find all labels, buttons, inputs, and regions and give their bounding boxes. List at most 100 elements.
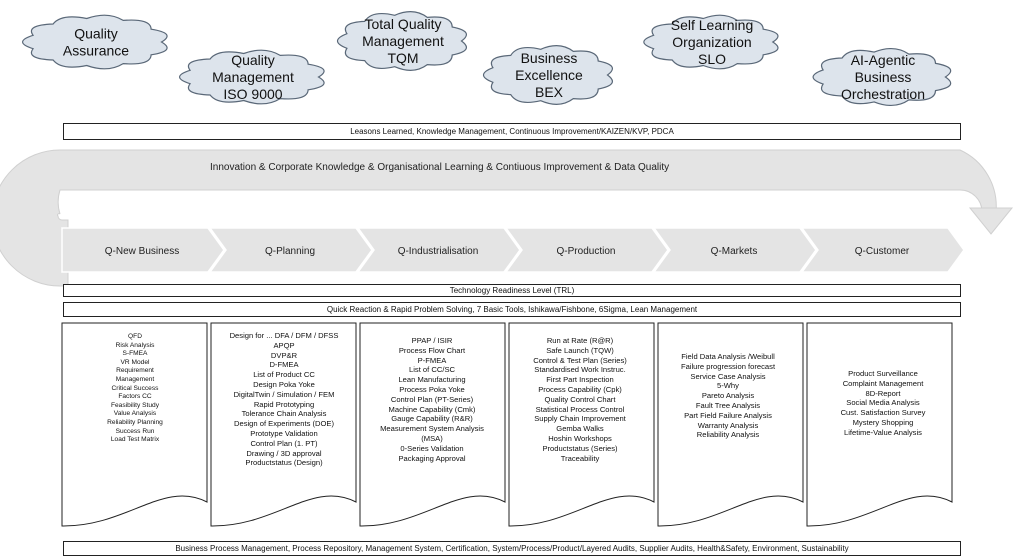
list-item: Feasibility Study xyxy=(110,401,159,409)
list-item: Design Poka Yoke xyxy=(253,379,315,389)
document-shape xyxy=(210,322,357,527)
phase-label: Q-Markets xyxy=(711,246,758,257)
phase-chevron: Q-Planning xyxy=(208,227,373,273)
list-item: Safe Launch (TQW) xyxy=(546,345,614,355)
cloud-label: Excellence xyxy=(515,67,583,83)
list-item: Control Plan (1. PT) xyxy=(250,438,318,448)
phase-chevron: Q-New Business xyxy=(61,227,225,273)
cloud-label: Management xyxy=(362,33,444,49)
list-item: Warranty Analysis xyxy=(697,420,759,430)
top-bar: Leasons Learned, Knowledge Management, C… xyxy=(63,123,961,140)
list-item: 0-Series Validation xyxy=(400,443,464,453)
list-item: Failure progression forecast xyxy=(680,361,776,371)
list-item: D-FMEA xyxy=(269,360,299,370)
list-item: Supply Chain Improvement xyxy=(534,414,626,424)
list-item: Tolerance Chain Analysis xyxy=(241,409,327,419)
list-item: Reliability Analysis xyxy=(696,430,760,440)
list-item: Requirement xyxy=(116,367,154,375)
column-new-business: QFD Risk Analysis S-FMEA VR Model Requir… xyxy=(62,333,208,445)
list-item: Mystery Shopping xyxy=(852,417,914,427)
trl-bar: Technology Readiness Level (TRL) xyxy=(63,284,961,297)
list-item: Rapid Prototyping xyxy=(253,399,315,409)
list-item: Field Data Analysis /Weibull xyxy=(681,352,775,361)
cloud-label: ISO 9000 xyxy=(223,86,282,102)
cloud-shape xyxy=(482,45,614,105)
cloud-label: TQM xyxy=(387,50,418,66)
phase-shape xyxy=(504,227,669,273)
list-item: APQP xyxy=(273,340,295,350)
cloud-label: Business xyxy=(855,69,912,85)
list-item: 5-Why xyxy=(717,381,739,391)
phase-chevron: Q-Markets xyxy=(652,227,817,273)
list-item: Process Capability (Cpk) xyxy=(538,384,622,394)
list-item: Lean Manufacturing xyxy=(398,375,466,385)
list-item: Part Field Failure Analysis xyxy=(684,410,772,420)
list-item: Reliability Planning xyxy=(107,418,163,426)
list-item: Hoshin Workshops xyxy=(548,433,612,443)
loop-label: Innovation & Corporate Knowledge & Organ… xyxy=(210,162,670,173)
cloud-label: BEX xyxy=(535,84,564,100)
list-item: Fault Tree Analysis xyxy=(695,400,761,410)
cloud-label: Orchestration xyxy=(841,86,925,102)
list-item: 8D-Report xyxy=(865,388,901,398)
cloud-label: AI-Agentic xyxy=(851,52,916,68)
list-item: P-FMEA xyxy=(417,355,447,365)
list-item: Cust. Satisfaction Survey xyxy=(840,408,926,418)
document-shape xyxy=(359,322,506,527)
phase-label: Q-Industrialisation xyxy=(398,246,479,257)
cloud-label: Total Quality xyxy=(364,16,441,32)
list-item: Control Plan (PT-Series) xyxy=(390,394,474,404)
list-item: Load Test Matrix xyxy=(110,436,160,444)
list-item: Machine Capability (Cmk) xyxy=(388,404,476,414)
phase-label: Q-Planning xyxy=(265,246,315,257)
list-item: Product Surveillance xyxy=(848,369,918,378)
phase-label: Q-Customer xyxy=(855,246,910,257)
phase-chevrons: Q-New Business Q-Planning Q-Industrialisat… xyxy=(61,227,965,273)
cloud-shape xyxy=(643,14,779,70)
list-item: Quality Control Chart xyxy=(544,394,616,404)
column-planning: Design for ... DFA / DFM / DFSS APQP DVP… xyxy=(213,331,355,468)
list-item: Prototype Validation xyxy=(250,428,318,438)
list-item: Gauge Capability (R&R) xyxy=(391,414,473,424)
cloud-label: Management xyxy=(212,69,294,85)
cloud-shape xyxy=(178,49,325,105)
bottom-bar: Business Process Management, Process Rep… xyxy=(63,541,961,556)
list-item: QFD xyxy=(128,333,142,340)
column-markets: Field Data Analysis /Weibull Failure pro… xyxy=(657,352,799,440)
phase-label: Q-Production xyxy=(557,246,616,257)
list-item: Productstatus (Design) xyxy=(245,458,323,468)
cloud-shape xyxy=(22,14,168,70)
list-item: Pareto Analysis xyxy=(701,391,755,401)
document-shape xyxy=(657,322,804,527)
list-item: Process Flow Chart xyxy=(398,345,466,355)
phase-documents xyxy=(61,322,953,527)
cloud-label: Quality xyxy=(231,52,275,68)
list-item: (MSA) xyxy=(421,433,443,443)
phase-shape xyxy=(356,227,521,273)
list-item: DVP&R xyxy=(270,350,298,360)
list-item: Gemba Walks xyxy=(556,424,604,434)
list-item: VR Model xyxy=(120,358,150,366)
document-shape xyxy=(508,322,655,527)
loop-arrow xyxy=(0,149,1014,287)
list-item: Management xyxy=(115,375,155,383)
cloud-label: SLO xyxy=(698,51,726,67)
cloud-label: Assurance xyxy=(63,43,129,59)
phase-shape xyxy=(652,227,817,273)
list-item: Productstatus (Series) xyxy=(542,443,618,453)
phase-chevron: Q-Customer xyxy=(800,227,965,273)
list-item: Design of Experiments (DOE) xyxy=(233,419,335,429)
document-shape xyxy=(61,322,208,527)
list-item: Measurement System Analysis xyxy=(380,424,484,434)
list-item: Process Poka Yoke xyxy=(399,384,465,394)
phase-shape xyxy=(61,227,225,273)
list-item: Packaging Approval xyxy=(398,453,466,463)
list-item: Lifetime-Value Analysis xyxy=(844,427,922,437)
